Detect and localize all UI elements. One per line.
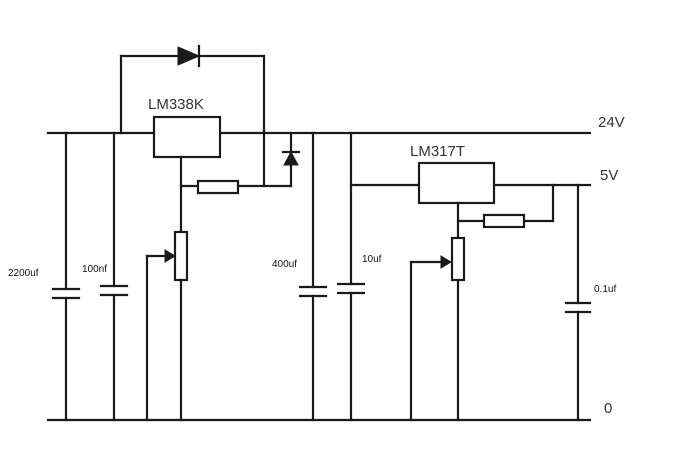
loop-diode: [119, 44, 266, 188]
regulator-lm338k: LM338K: [148, 96, 222, 159]
lm317t-label: LM317T: [410, 143, 465, 160]
potentiometer-1: [145, 230, 189, 422]
lm317t-adjust-network: [456, 183, 555, 240]
capacitor-10uf: 10uf: [336, 131, 382, 422]
capacitor-0-1uf: 0.1uf: [564, 183, 616, 422]
rail-5v-label: 5V: [600, 167, 618, 184]
cap-100nf-label: 100nf: [82, 264, 107, 275]
potentiometer-2: [409, 236, 466, 422]
rail-24v-label: 24V: [598, 114, 625, 131]
lm338k-adjust-network: [179, 131, 301, 234]
regulator-lm317t: LM317T: [410, 143, 496, 205]
cap-10uf-label: 10uf: [362, 254, 382, 265]
capacitor-400uf: 400uf: [272, 131, 328, 422]
cap-2200uf-label: 2200uf: [8, 268, 39, 279]
capacitor-2200uf: 2200uf: [8, 131, 81, 422]
cap-0-1uf-label: 0.1uf: [594, 284, 616, 295]
rail-ground-label: 0: [604, 400, 612, 417]
cap-400uf-label: 400uf: [272, 259, 297, 270]
lm338k-label: LM338K: [148, 96, 204, 113]
capacitor-100nf: 100nf: [82, 131, 129, 422]
